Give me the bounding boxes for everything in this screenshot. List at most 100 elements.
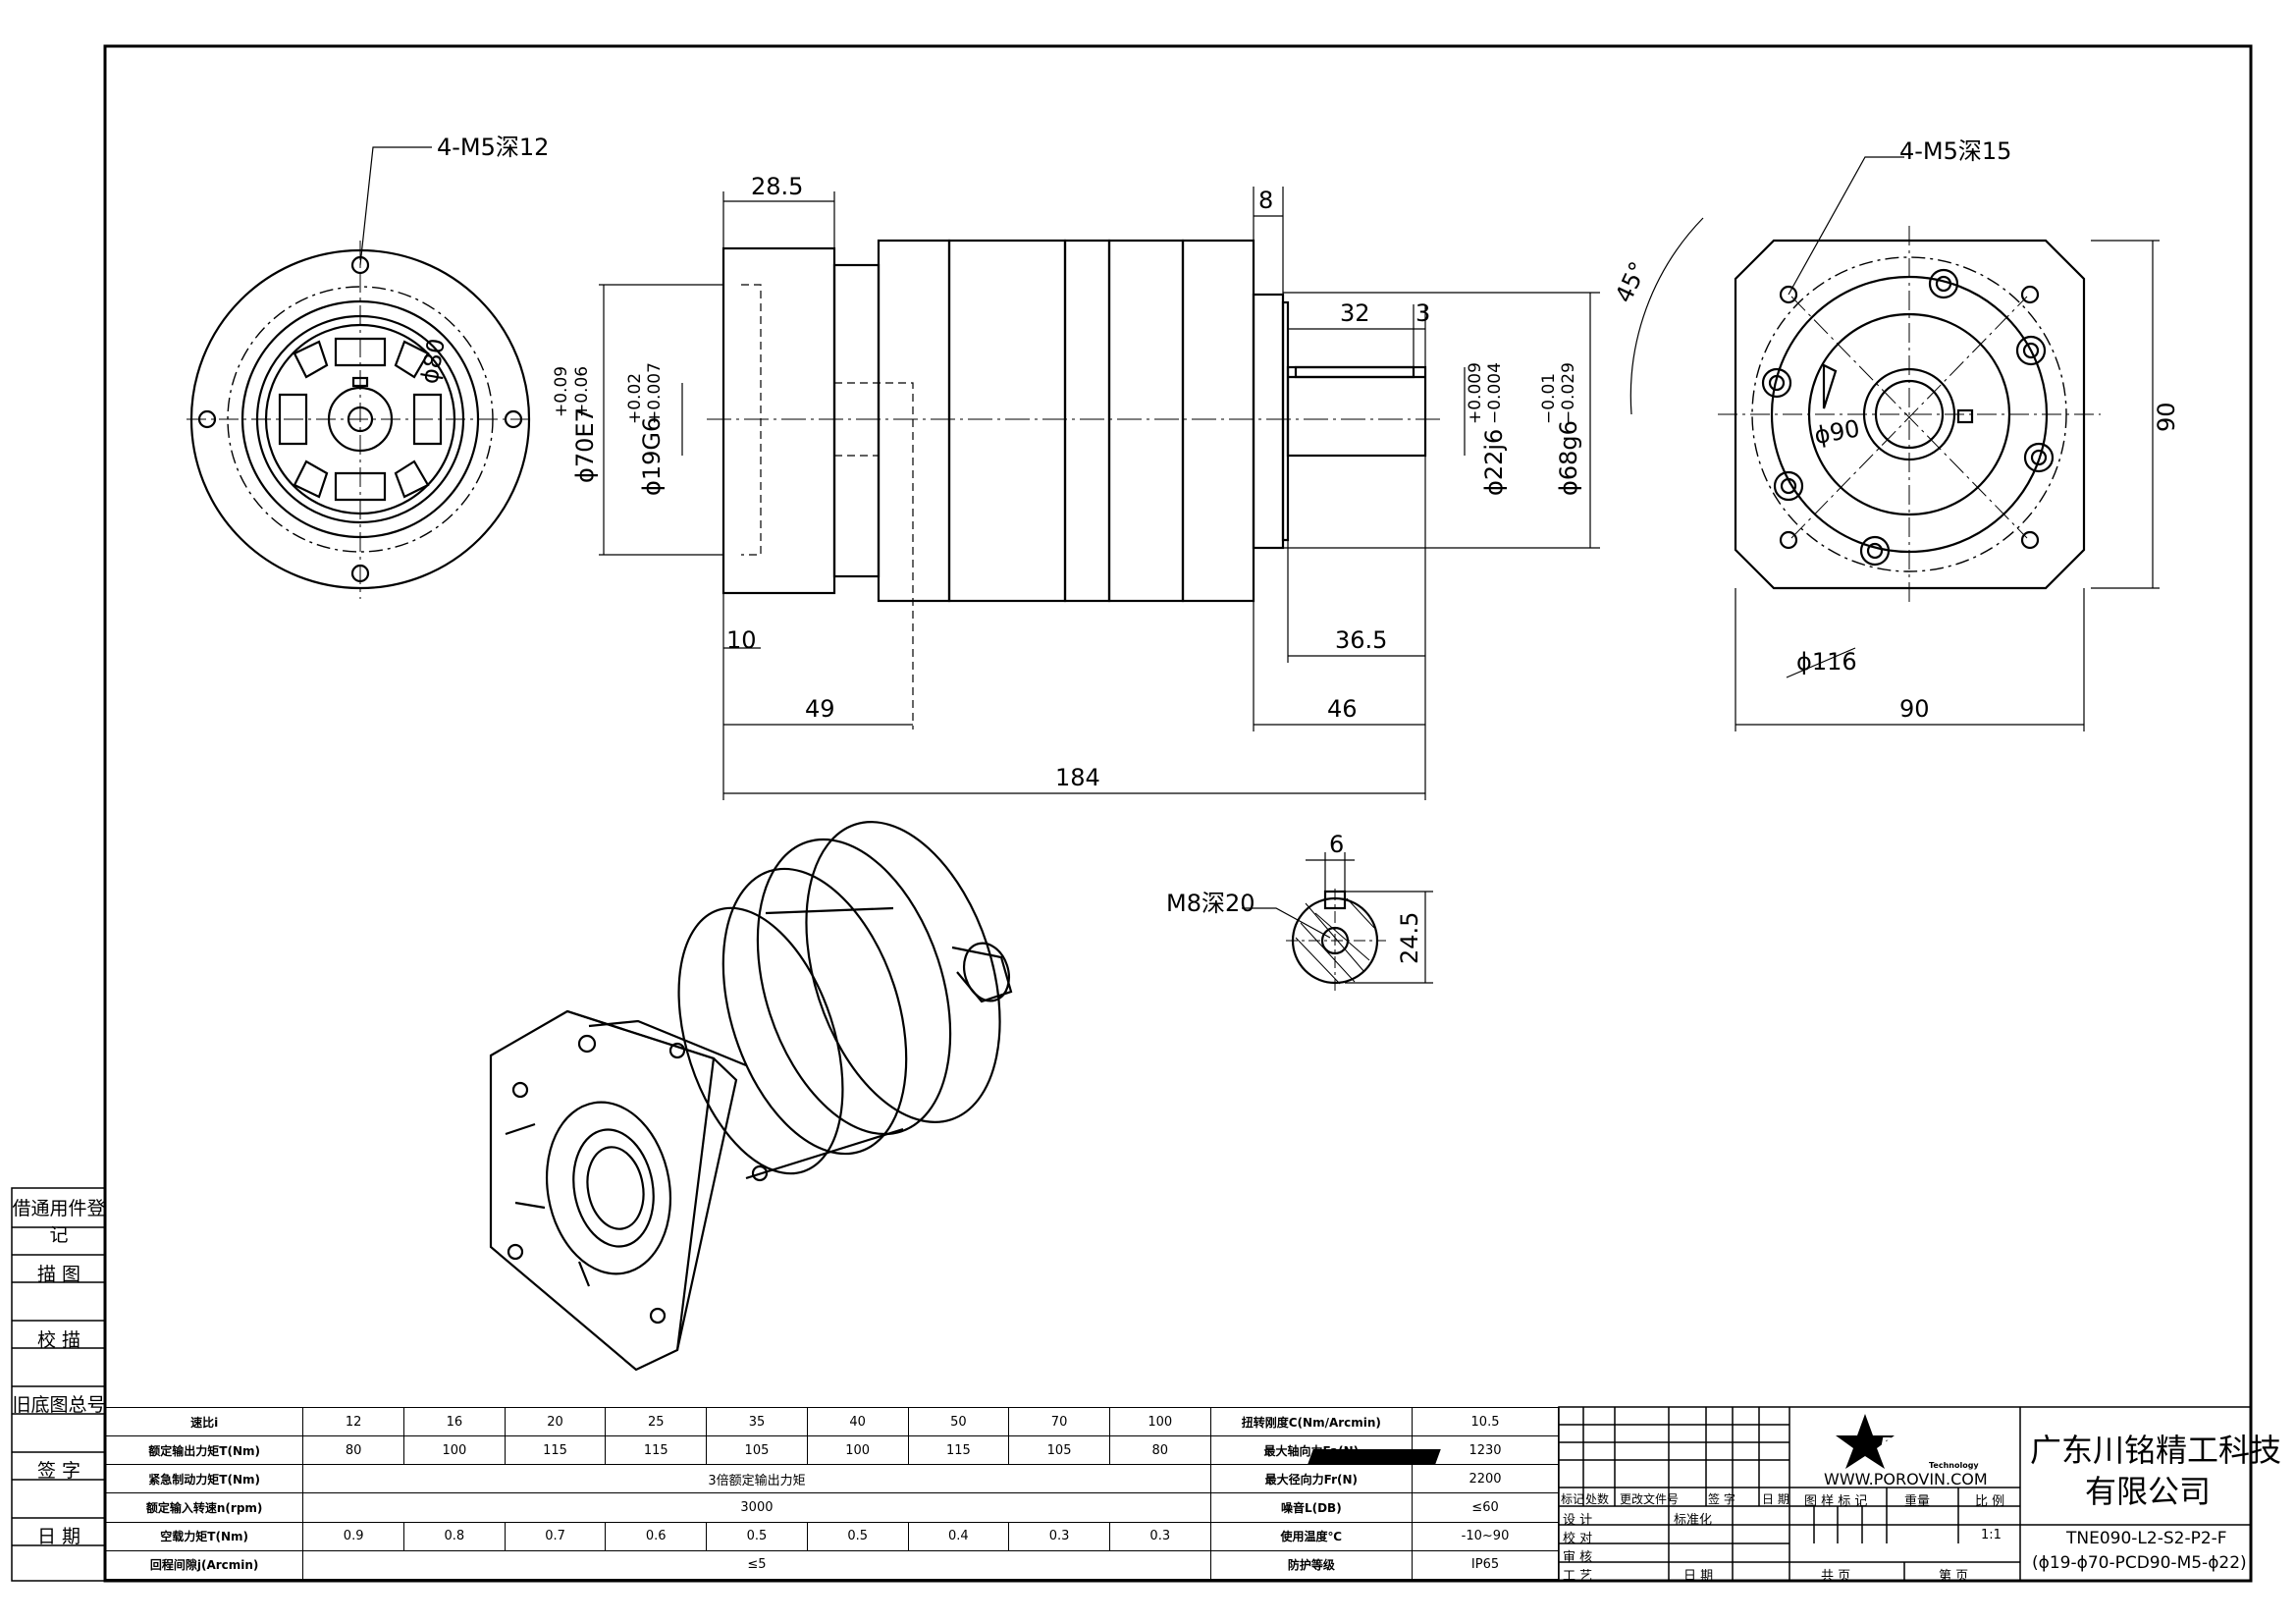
isometric-view <box>489 821 1013 1372</box>
torque-cell: 105 <box>1008 1435 1110 1466</box>
rated-torque-label: 额定输出力矩T(Nm) <box>104 1435 304 1466</box>
logo-star-icon <box>1836 1414 1895 1469</box>
table-row: 紧急制动力矩T(Nm) 3倍额定输出力矩 最大径向力Fr(N) 2200 <box>104 1464 1559 1494</box>
dim-3: 3 <box>1415 299 1430 327</box>
table-row: 速比i 12 16 20 25 35 40 50 70 100 扭转刚度C(Nm… <box>104 1406 1559 1437</box>
dim-8: 8 <box>1258 187 1273 214</box>
dia-19-tol-upper: +0.02 <box>625 373 645 424</box>
right-label: 噪音L(DB) <box>1209 1492 1414 1523</box>
no-load-cell: 0.4 <box>907 1521 1010 1551</box>
no-load-cell: 0.5 <box>806 1521 909 1551</box>
tb-date2: 日 期 <box>1683 1569 1714 1584</box>
side-label-sign: 签 字 <box>36 1460 81 1482</box>
ratio-cell: 50 <box>907 1406 1010 1437</box>
tb-weight-label: 重量 <box>1904 1494 1931 1509</box>
right-label: 最大轴向力Fa(N) <box>1209 1435 1414 1466</box>
side-label-borrow: 借通用件登记 <box>12 1198 106 1246</box>
torque-cell: 100 <box>403 1435 506 1466</box>
dia-68: ϕ68g6 <box>1555 420 1582 496</box>
ratio-cell: 25 <box>605 1406 708 1437</box>
table-row: 额定输入转速n(rpm) 3000 噪音L(DB) ≤60 <box>104 1492 1559 1523</box>
tb-marks: 标记 <box>1561 1492 1585 1506</box>
dia-22-tol-lower: −0.004 <box>1485 362 1505 424</box>
dia-19-tol-lower: +0.007 <box>645 362 665 424</box>
no-load-cell: 0.5 <box>706 1521 808 1551</box>
tb-standard: 标准化 <box>1674 1513 1713 1528</box>
front-callout: 4-M5深12 <box>437 134 549 161</box>
right-label: 防护等级 <box>1209 1549 1414 1581</box>
rear-pcd: ϕ90 <box>1812 414 1862 450</box>
shaft-section <box>1286 889 1386 992</box>
dia-70: ϕ70E7 <box>571 407 599 483</box>
backlash-value: ≤5 <box>302 1549 1211 1581</box>
spec-table: 速比i 12 16 20 25 35 40 50 70 100 扭转刚度C(Nm… <box>104 1406 1559 1581</box>
title-block-frame <box>1558 1406 2252 1582</box>
side-view <box>707 239 1443 730</box>
no-load-cell: 0.9 <box>302 1521 404 1551</box>
ratio-label: 速比i <box>104 1406 304 1437</box>
rear-callout: 4-M5深15 <box>1899 137 2011 165</box>
tb-sign: 签 字 <box>1708 1492 1735 1506</box>
ratio-cell: 70 <box>1008 1406 1110 1437</box>
tb-date: 日 期 <box>1762 1492 1789 1506</box>
tb-process: 工 艺 <box>1563 1569 1593 1584</box>
rear-width: 90 <box>1899 695 1930 723</box>
ratio-cell: 20 <box>504 1406 607 1437</box>
right-value: 1230 <box>1412 1435 1559 1466</box>
dim-28-5: 28.5 <box>751 173 803 200</box>
ratio-cell: 12 <box>302 1406 404 1437</box>
shaft-key-width: 6 <box>1329 831 1344 858</box>
no-load-cell: 0.7 <box>504 1521 607 1551</box>
dia-68-tol-upper: −0.01 <box>1539 373 1559 424</box>
torque-cell: 80 <box>1108 1435 1211 1466</box>
side-label-old-number: 旧底图总号 <box>12 1394 106 1416</box>
drawing-border <box>103 44 2253 1583</box>
tb-review: 审 核 <box>1563 1550 1593 1565</box>
dim-36-5: 36.5 <box>1335 626 1387 654</box>
table-row: 额定输出力矩T(Nm) 80 100 115 115 105 100 115 1… <box>104 1435 1559 1466</box>
ratio-cell: 40 <box>806 1406 909 1437</box>
torque-cell: 115 <box>605 1435 708 1466</box>
tb-change: 更改文件号 <box>1620 1492 1680 1506</box>
dia-68-tol-lower: −0.029 <box>1559 362 1578 424</box>
emergency-stop-value: 3倍额定输出力矩 <box>302 1464 1211 1494</box>
rear-height: 90 <box>2153 402 2180 432</box>
rear-dimensions <box>1629 156 2160 731</box>
table-row: 空载力矩T(Nm) 0.9 0.8 0.7 0.6 0.5 0.5 0.4 0.… <box>104 1521 1559 1551</box>
logo-subtext: Technology <box>1929 1461 1979 1470</box>
torque-cell: 80 <box>302 1435 404 1466</box>
rear-dia-116: ϕ116 <box>1796 648 1857 676</box>
part-number: TNE090-L2-S2-P2-F <box>2066 1529 2227 1548</box>
tb-sheet: 第 页 <box>1939 1569 1969 1584</box>
ratio-cell: 35 <box>706 1406 808 1437</box>
rated-speed-label: 额定输入转速n(rpm) <box>104 1492 304 1523</box>
logo-text: POROVIN <box>1880 1434 1982 1457</box>
shaft-tap: M8深20 <box>1166 890 1255 917</box>
rear-angle: 45° <box>1610 257 1652 306</box>
dim-32: 32 <box>1340 299 1370 327</box>
rear-view <box>1718 226 2101 604</box>
no-load-cell: 0.6 <box>605 1521 708 1551</box>
side-label-date: 日 期 <box>36 1526 81 1547</box>
torque-cell: 105 <box>706 1435 808 1466</box>
right-label: 使用温度℃ <box>1209 1521 1414 1551</box>
right-value: IP65 <box>1412 1549 1559 1581</box>
website: WWW.POROVIN.COM <box>1824 1470 1988 1488</box>
front-view <box>187 146 535 599</box>
side-block-frame <box>11 1187 106 1582</box>
dim-10: 10 <box>726 626 757 654</box>
emergency-stop-label: 紧急制动力矩T(Nm) <box>104 1464 304 1494</box>
tb-count: 处数 <box>1585 1492 1610 1506</box>
side-dimensions <box>599 187 1600 800</box>
dim-49: 49 <box>805 695 835 723</box>
right-label: 扭转刚度C(Nm/Arcmin) <box>1209 1406 1414 1437</box>
dia-70-tol-lower: +0.06 <box>572 366 592 417</box>
torque-cell: 100 <box>806 1435 909 1466</box>
torque-cell: 115 <box>907 1435 1010 1466</box>
dia-70-tol-upper: +0.09 <box>552 366 571 417</box>
torque-cell: 115 <box>504 1435 607 1466</box>
side-label-check-trace: 校 描 <box>36 1329 81 1351</box>
side-label-trace: 描 图 <box>36 1264 81 1285</box>
tb-design: 设 计 <box>1563 1513 1593 1528</box>
